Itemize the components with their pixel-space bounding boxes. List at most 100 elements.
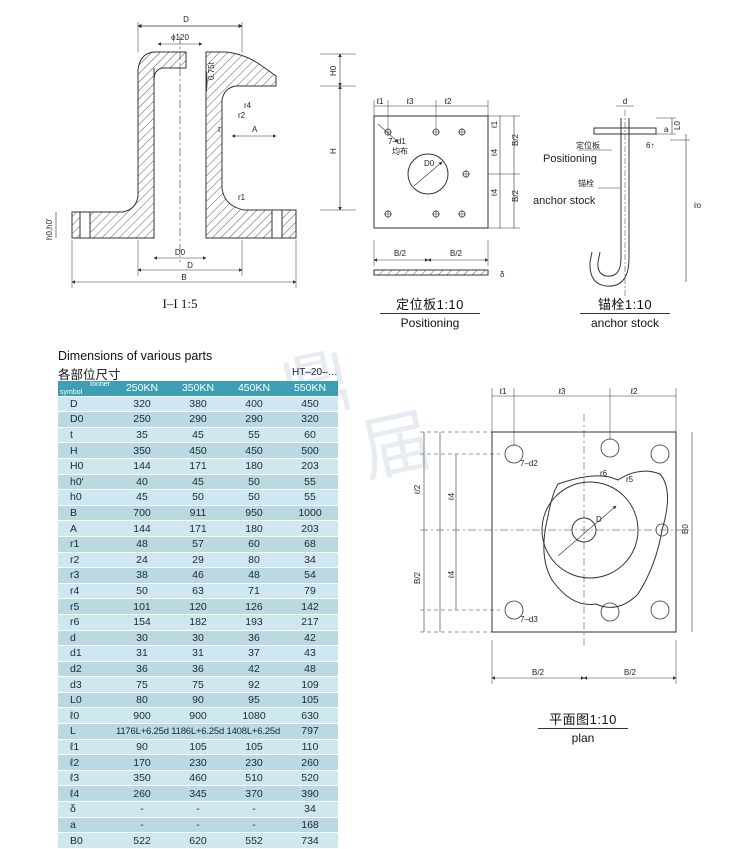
table-cell-value: 55 [282,474,338,491]
plan-l4a: ℓ4 [447,492,456,501]
table-cell-value: 46 [170,567,226,584]
plate-D0: D0 [424,159,435,168]
table-cell-value: 350 [114,770,170,787]
table-cell-value: 380 [170,396,226,413]
plate-l4b: ℓ4 [490,188,499,197]
table-cell-symbol: t [58,427,114,444]
table-cell-symbol: H0 [58,458,114,475]
table-cell-value: 168 [282,817,338,834]
table-cell-value: 510 [226,770,282,787]
table-cell-value: 92 [226,676,282,693]
table-cell-value: 180 [226,458,282,475]
table-cell-value: 48 [114,536,170,553]
table-cell-value: 320 [282,411,338,428]
table-cell-value: 36 [170,661,226,678]
table-cell-value: 126 [226,598,282,615]
plan-r6: r6 [600,469,608,478]
plan-l3: ℓ3 [557,387,566,396]
table-cell-symbol: L [58,723,114,740]
table-cell-symbol: A [58,520,114,537]
header-symbol: symbol [60,388,83,396]
table-cell-value: 34 [282,801,338,818]
label-phi120: ϕ120 [171,33,189,42]
table-cell-value: 1080 [226,707,282,725]
table-cell-value: 36 [114,661,170,678]
plate-l1v: ℓ1 [490,120,499,129]
table-row: a---168 [58,817,338,834]
table-cell-value: 203 [282,520,338,537]
table-cell-symbol: ℓ1 [58,739,114,756]
anchor-caption-en: anchor stock [590,316,660,330]
table-cell-value: 31 [114,645,170,662]
table-cell-symbol: ℓ3 [58,770,114,787]
table-cell-value: 350 [114,442,170,459]
plan-d2: 7–d2 [520,459,538,468]
table-cell-value: - [170,817,226,834]
table-cell-value: 45 [170,474,226,491]
table-cell-value: 400 [226,396,282,413]
plate-B2-b2: B/2 [450,249,463,258]
table-cell-value: 60 [282,427,338,444]
plate-thickness [373,269,489,276]
table-cell-value: 50 [226,489,282,506]
table-cell-symbol: D0 [58,411,114,428]
anchor-L0: L0 [673,121,682,130]
label-075t: 0.75t [207,61,216,80]
table-top-label: HT–20–… [292,367,338,378]
label-A: A [252,125,258,134]
table-row: δ---34 [58,801,338,818]
table-cell-value: 71 [226,583,282,600]
anchor-stock-en: anchor stock [533,195,596,207]
table-cell-value: 105 [282,692,338,709]
table-cell-symbol: a [58,817,114,834]
table-cell-value: 90 [170,692,226,709]
plan-l4b: ℓ4 [447,570,456,579]
table-cell-value: 144 [114,458,170,475]
section-left-body [71,51,187,239]
table-cell-value: 48 [226,567,282,584]
table-cell-symbol: H [58,442,114,459]
table-cell-symbol: r5 [58,598,114,615]
table-cell-value: 50 [170,489,226,506]
plan-caption-cn: 平面图1:10 [538,709,628,729]
table-cell-value: 105 [170,739,226,756]
plate-d1: 7–d1 [388,137,406,146]
table-cell-symbol: ℓ0 [58,707,114,725]
table-cell-value: 30 [170,630,226,647]
plate-bolt-holes [384,128,470,218]
table-header-col: 250KN [114,381,170,397]
table-cell-value: 450 [282,396,338,413]
table-cell-value: 55 [226,427,282,444]
table-cell-symbol: B [58,505,114,522]
table-cell-value: 950 [226,505,282,522]
header-tonner: tonner [90,381,110,388]
plan-l2v: ℓ/2 [413,484,422,495]
plate-B2-r2: B/2 [511,189,520,202]
table-cell-span: 1176L+6.25d 1186L+6.25d 1408L+6.25d [114,723,282,740]
table-cell-value: 630 [282,707,338,725]
table-cell-symbol: r1 [58,536,114,553]
table-cell-value: 36 [226,630,282,647]
anchor-bolt-labels: d L0 a 6↑ ℓo 定位板 Positioning 锚栓 anchor s… [533,97,702,210]
table-cell-value: 290 [170,411,226,428]
table-cell-symbol: B0 [58,832,114,849]
section-right-body [205,51,297,239]
table-cell-value: 217 [282,614,338,631]
table-cell-symbol: d2 [58,661,114,678]
table-cell-symbol: δ [58,801,114,818]
table-cell-value: 552 [226,832,282,849]
table-cell-value: 203 [282,458,338,475]
plan-l2: ℓ2 [629,387,638,396]
table-header-col: 350KN [170,381,226,397]
table-cell-value: 101 [114,598,170,615]
